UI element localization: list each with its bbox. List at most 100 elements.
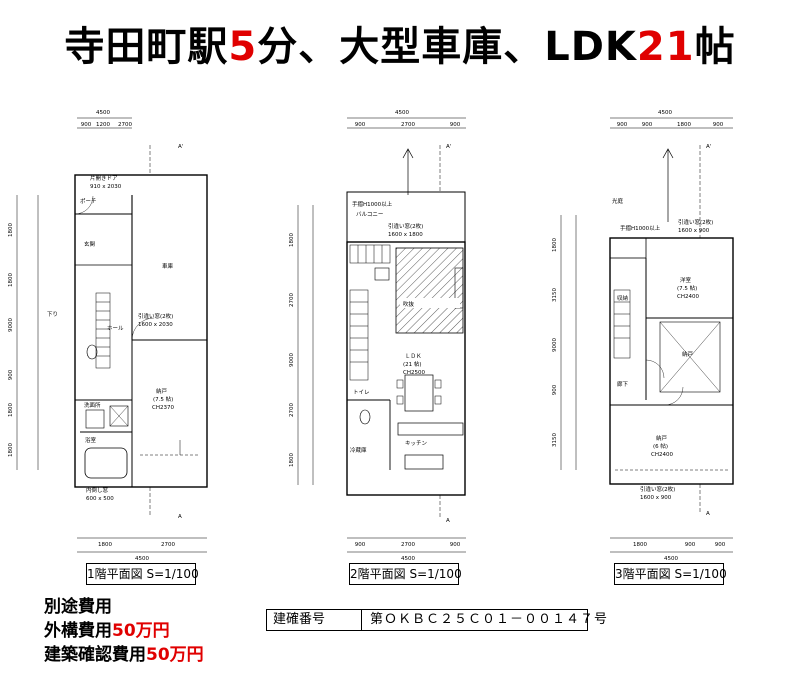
svg-text:A: A <box>178 514 182 520</box>
floor2-toilet-label: トイレ <box>353 390 370 396</box>
floor1-total-width: 4500 <box>96 110 110 116</box>
floor3-top-dim: 1800 <box>677 122 691 128</box>
floor2-left-dim: 2700 <box>289 293 295 307</box>
floor3-western-room-label: 洋室 <box>680 276 692 284</box>
floor3-bottom-dim: 900 <box>715 542 726 548</box>
floor2-bottom-dim: 2700 <box>401 542 415 548</box>
floor1-bedroom-size: (7.5 帖) <box>153 395 173 403</box>
floor3-top-dim: 900 <box>617 122 628 128</box>
floor1-stairs-label: 下り <box>47 311 58 318</box>
headline-station: 寺田町駅 <box>64 24 229 70</box>
floor1-bottom-dim: 2700 <box>161 542 175 548</box>
floor3-western-ch: CH2400 <box>677 294 699 300</box>
floor1-bath-label: 浴室 <box>85 436 97 444</box>
svg-text:A': A' <box>706 144 711 150</box>
floor3-storage-ch: CH2400 <box>651 452 673 458</box>
floor2-plan: 4500 900 2700 900 <box>289 110 466 562</box>
floor1-entrance-door-size: 910 x 2030 <box>90 184 122 190</box>
floor3-top-window-label: 引違い窓(2枚) <box>678 218 713 226</box>
floor1-left-total: 9000 <box>8 318 14 332</box>
floor2-total-width: 4500 <box>395 110 409 116</box>
floor3-storage-label: 納戸 <box>656 434 668 442</box>
floor1-caption: 1階平面図 S=1/100 <box>86 563 199 585</box>
floor3-bottom-window-size: 1600 x 900 <box>640 495 672 501</box>
floor1-bottom-dim: 1800 <box>98 542 112 548</box>
floor1-bottom-total: 4500 <box>135 556 149 562</box>
permit-cost-line: 建築確認費用50万円 <box>44 643 204 667</box>
floor2-bottom-dim: 900 <box>355 542 366 548</box>
floor1-left-dim: 1800 <box>8 273 14 287</box>
floor1-bedroom-ch: CH2370 <box>152 405 174 411</box>
floor1-plan: 4500 900 1200 2700 1800 1800 9000 900 18… <box>8 110 208 562</box>
listing-headline: 寺田町駅5分、大型車庫、LDK21帖 <box>0 14 800 72</box>
floor1-bedroom-label: 納戸 <box>156 387 168 395</box>
floor3-left-dim: 1800 <box>552 238 558 252</box>
floor3-bottom-dim: 900 <box>685 542 696 548</box>
floor3-closet-label: 収納 <box>617 294 629 302</box>
floor3-left-dim: 900 <box>552 384 558 395</box>
floor3-hall-label: 廊下 <box>617 380 629 388</box>
floor1-left-dim: 1800 <box>8 403 14 417</box>
exterior-cost-label: 外構費用 <box>44 621 112 641</box>
floor3-left-dim: 3150 <box>552 433 558 447</box>
headline-minutes: 5 <box>228 24 258 70</box>
svg-text:A: A <box>446 518 450 524</box>
floor3-top-window-size: 1600 x 900 <box>678 228 710 234</box>
floor1-bottom-window-label: 内倒し窓 <box>86 486 109 494</box>
floor1-bottom-window-size: 600 x 500 <box>86 496 114 502</box>
floor3-caption: 3階平面図 S=1/100 <box>614 563 727 585</box>
svg-text:A: A <box>706 511 710 517</box>
floor3-western-size: (7.5 帖) <box>677 284 697 292</box>
floor3-left-total: 9000 <box>552 338 558 352</box>
floor2-top-dim: 2700 <box>401 122 415 128</box>
floor3-light-well-label: 光庭 <box>612 197 624 205</box>
permit-cost-value: 50万円 <box>146 645 204 665</box>
extra-costs-heading: 別途費用 <box>44 597 112 617</box>
headline-ldk-size: 21 <box>636 24 695 70</box>
floor1-left-dim: 1800 <box>8 223 14 237</box>
extra-costs: 別途費用 外構費用50万円 建築確認費用50万円 <box>44 595 204 667</box>
floor2-caption: 2階平面図 S=1/100 <box>349 563 462 585</box>
floor2-left-dim: 2700 <box>289 403 295 417</box>
floor3-total-width: 4500 <box>658 110 672 116</box>
floor3-plan: 4500 900 900 1800 900 A' A <box>552 110 734 562</box>
floor1-left-dim: 900 <box>8 369 14 380</box>
floor2-bottom-dim: 900 <box>450 542 461 548</box>
floor1-window-size: 1600 x 2030 <box>138 322 173 328</box>
permit-number-value: 第ＯＫＢＣ２５Ｃ０１－００１４７号 <box>370 612 609 627</box>
floor1-washroom-label: 洗面所 <box>84 401 101 409</box>
permit-number-label: 建確番号 <box>267 610 362 630</box>
floor2-top-window-size: 1600 x 1800 <box>388 232 423 238</box>
building-permit-box: 建確番号第ＯＫＢＣ２５Ｃ０１－００１４７号 <box>266 609 607 631</box>
floor1-left-dim: 1800 <box>8 443 14 457</box>
floor1-top-dim: 2700 <box>118 122 132 128</box>
floor1-genkan-label: 玄関 <box>84 240 96 248</box>
floor2-top-dim: 900 <box>355 122 366 128</box>
floor2-balcony-label: バルコニー <box>356 211 383 218</box>
floor1-entrance-door-label: 片開きドア <box>90 174 118 182</box>
floor2-top-dim: 900 <box>450 122 461 128</box>
floor2-kitchen-label: キッチン <box>405 440 428 447</box>
floor1-window-label: 引違い窓(2枚) <box>138 312 173 320</box>
headline-features: 分、大型車庫、LDK <box>257 24 637 70</box>
floor1-hall-label: ホール <box>107 325 124 332</box>
exterior-cost-value: 50万円 <box>112 621 170 641</box>
floor1-garage-label: 車庫 <box>162 262 174 270</box>
floor2-left-dim: 1800 <box>289 453 295 467</box>
floor3-storage-size: (6 帖) <box>653 442 668 450</box>
floor3-bottom-total: 4500 <box>664 556 678 562</box>
floor3-top-dim: 900 <box>642 122 653 128</box>
floor2-top-window-label: 引違い窓(2枚) <box>388 222 423 230</box>
floor2-left-total: 9000 <box>289 353 295 367</box>
headline-unit: 帖 <box>694 24 736 70</box>
floor3-railing-label: 手摺H1000以上 <box>620 224 661 232</box>
floor2-refrigerator-label: 冷蔵庫 <box>350 446 367 454</box>
floor3-wic-label: 納戸 <box>682 350 694 358</box>
floor2-ldk-ch: CH2500 <box>403 370 425 376</box>
floor2-bottom-total: 4500 <box>401 556 415 562</box>
exterior-cost-line: 外構費用50万円 <box>44 619 204 643</box>
floor3-bottom-dim: 1800 <box>633 542 647 548</box>
floor1-top-dim: 900 <box>81 122 92 128</box>
floor2-ldk-size: (21 帖) <box>403 360 422 368</box>
